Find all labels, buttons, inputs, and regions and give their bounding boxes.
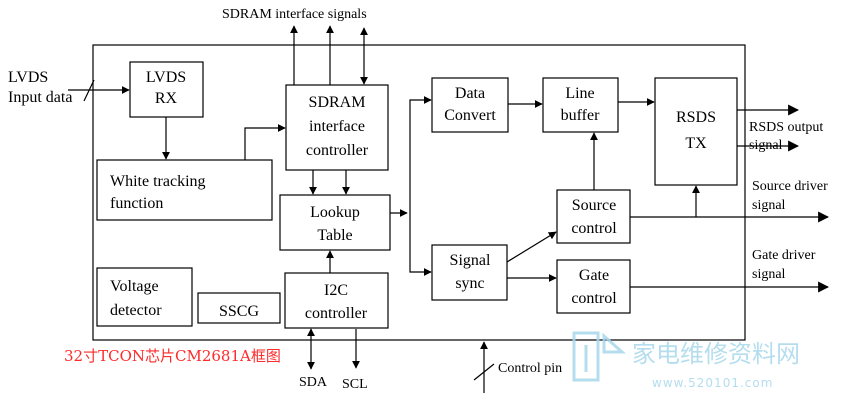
sdram-signals-label: SDRAM interface signals (222, 7, 367, 22)
svg-text:Data: Data (455, 85, 485, 102)
svg-text:RX: RX (155, 90, 178, 107)
control-pin-label: Control pin (498, 361, 562, 376)
watermark-logo-icon (572, 331, 626, 382)
lvds-rx-block: LVDS RX (129, 61, 204, 118)
sscg-block: SSCG (197, 292, 281, 324)
svg-text:function: function (110, 195, 163, 212)
line-buffer-block: Line buffer (542, 77, 619, 133)
svg-text:SSCG: SSCG (219, 303, 259, 320)
source-driver-label: Source driver signal (752, 179, 828, 213)
svg-text:Lookup: Lookup (310, 204, 360, 221)
white-to-sdram-arrow (244, 124, 286, 160)
bus-to-signal-sync (409, 213, 432, 276)
svg-text:I2C: I2C (324, 282, 348, 299)
svg-text:buffer: buffer (561, 107, 600, 124)
sdram-controller-block: SDRAM interface controller (285, 84, 389, 171)
svg-text:Voltage: Voltage (110, 278, 159, 295)
voltage-detector-block: Voltage detector (96, 267, 193, 327)
svg-text:家电维修资料网: 家电维修资料网 (632, 340, 800, 368)
svg-text:signal: signal (752, 198, 786, 213)
svg-text:Input data: Input data (8, 89, 72, 106)
svg-text:Table: Table (317, 227, 352, 244)
sync-to-source (506, 231, 557, 263)
svg-text:White tracking: White tracking (110, 173, 206, 190)
svg-text:Gate: Gate (579, 267, 609, 284)
watermark: 家电维修资料网 www.520101.com (572, 331, 800, 390)
svg-text:control: control (571, 290, 617, 307)
rsds-tx-block: RSDS TX (654, 77, 738, 186)
svg-text:LVDS: LVDS (8, 69, 48, 86)
control-pin-tick (473, 363, 495, 381)
diagram-caption: 32寸TCON芯片CM2681A框图 (64, 347, 281, 365)
source-control-block: Source control (556, 189, 631, 244)
data-convert-block: Data Convert (431, 77, 509, 133)
svg-text:detector: detector (110, 302, 162, 319)
svg-text:control: control (571, 220, 617, 237)
rsds-output-label: RSDS output signal (749, 120, 823, 153)
svg-text:www.520101.com: www.520101.com (652, 376, 773, 390)
sda-label: SDA (299, 375, 328, 390)
svg-text:Convert: Convert (444, 107, 496, 124)
svg-text:sync: sync (455, 275, 484, 292)
svg-text:controller: controller (305, 305, 368, 322)
bus-to-data-convert (409, 96, 432, 213)
svg-text:Source driver: Source driver (752, 179, 828, 194)
svg-text:signal: signal (752, 267, 786, 282)
svg-text:Gate driver: Gate driver (752, 248, 816, 263)
lvds-input-label: LVDS Input data (8, 69, 72, 106)
svg-text:Source: Source (572, 197, 616, 214)
svg-text:controller: controller (306, 142, 369, 159)
i2c-controller-block: I2C controller (284, 272, 389, 329)
svg-text:RSDS: RSDS (676, 109, 716, 126)
white-tracking-block: White tracking function (96, 159, 273, 221)
svg-text:signal: signal (749, 138, 783, 153)
gate-driver-label: Gate driver signal (752, 248, 816, 282)
svg-text:SDRAM: SDRAM (309, 94, 366, 111)
lookup-table-block: Lookup Table (279, 194, 391, 251)
svg-text:interface: interface (309, 118, 365, 135)
svg-text:TX: TX (685, 135, 707, 152)
lvds-bus-tick (83, 79, 95, 102)
gate-control-block: Gate control (556, 259, 631, 314)
svg-text:LVDS: LVDS (146, 69, 186, 86)
signal-sync-block: Signal sync (431, 244, 508, 301)
svg-text:RSDS output: RSDS output (749, 120, 823, 135)
scl-label: SCL (342, 377, 368, 392)
svg-text:Signal: Signal (450, 252, 491, 269)
svg-text:Line: Line (565, 85, 594, 102)
